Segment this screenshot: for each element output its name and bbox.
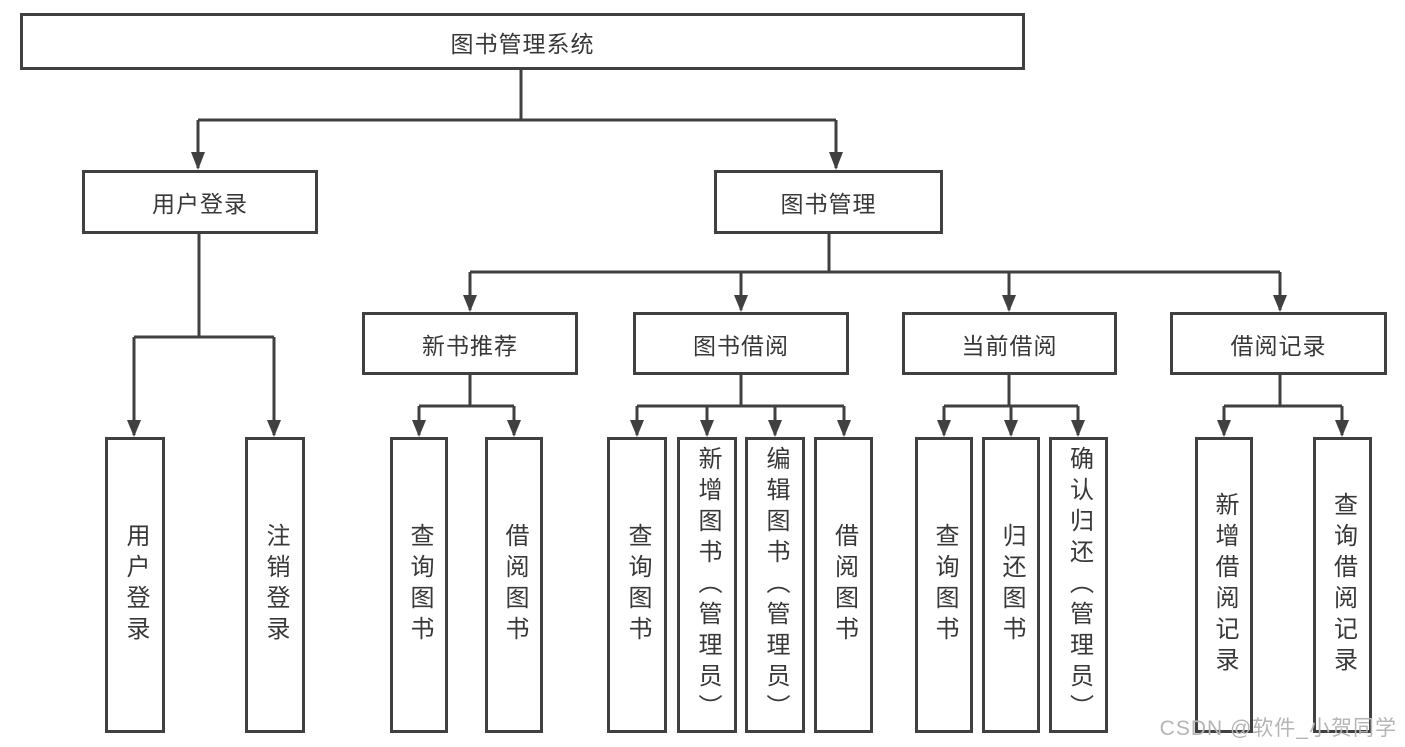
node-borrow-records-label: 借阅记录 (1230, 332, 1327, 359)
leaf-query-borrow-record: 查询借阅记录 (1313, 437, 1372, 733)
leaf-user-login: 用户登录 (105, 437, 165, 733)
node-book-borrow: 图书借阅 (633, 312, 849, 375)
leaf-add-borrow-record-label: 新增借阅记录 (1211, 492, 1238, 678)
node-root: 图书管理系统 (20, 13, 1025, 70)
leaf-query-books-recommend-label: 查询图书 (406, 523, 433, 647)
node-current-borrow: 当前借阅 (902, 312, 1117, 375)
leaf-logout-label: 注销登录 (262, 523, 289, 647)
leaf-borrow-books-recommend-label: 借阅图书 (501, 523, 528, 647)
leaf-edit-books-admin: 编辑图书（管理员） (745, 437, 805, 733)
leaf-query-borrow-record-label: 查询借阅记录 (1329, 492, 1357, 678)
leaf-add-books-admin-label: 新增图书（管理员） (694, 445, 721, 725)
leaf-return-books-label: 归还图书 (998, 523, 1025, 647)
csdn-watermark: CSDN @软件_小贺同学 (1159, 717, 1397, 740)
leaf-query-books-borrow-label: 查询图书 (624, 523, 651, 647)
leaf-query-books-recommend: 查询图书 (390, 437, 448, 733)
leaf-borrow-books-recommend: 借阅图书 (485, 437, 543, 733)
leaf-user-login-label: 用户登录 (122, 523, 149, 647)
leaf-logout: 注销登录 (245, 437, 305, 733)
node-book-management: 图书管理 (714, 170, 943, 234)
leaf-add-borrow-record: 新增借阅记录 (1195, 437, 1253, 733)
node-book-borrow-label: 图书借阅 (693, 332, 789, 359)
leaf-confirm-return-admin: 确认归还（管理员） (1049, 437, 1108, 733)
node-book-management-label: 图书管理 (780, 191, 877, 217)
node-new-book-recommend: 新书推荐 (362, 312, 578, 375)
leaf-confirm-return-admin-label: 确认归还（管理员） (1065, 445, 1093, 725)
node-root-label: 图书管理系统 (450, 30, 595, 57)
leaf-borrow-books: 借阅图书 (814, 437, 873, 733)
node-user-login: 用户登录 (82, 170, 318, 234)
node-new-book-recommend-label: 新书推荐 (422, 332, 518, 359)
node-borrow-records: 借阅记录 (1170, 312, 1387, 375)
leaf-query-books-current: 查询图书 (915, 437, 973, 733)
node-current-borrow-label: 当前借阅 (961, 332, 1058, 359)
leaf-edit-books-admin-label: 编辑图书（管理员） (762, 445, 789, 725)
node-user-login-label: 用户登录 (152, 191, 248, 217)
leaf-borrow-books-label: 借阅图书 (830, 523, 858, 647)
leaf-query-books-current-label: 查询图书 (931, 523, 958, 647)
leaf-add-books-admin: 新增图书（管理员） (677, 437, 737, 733)
leaf-return-books: 归还图书 (982, 437, 1040, 733)
arrowhead-icons (127, 152, 1349, 437)
leaf-query-books-borrow: 查询图书 (607, 437, 667, 733)
